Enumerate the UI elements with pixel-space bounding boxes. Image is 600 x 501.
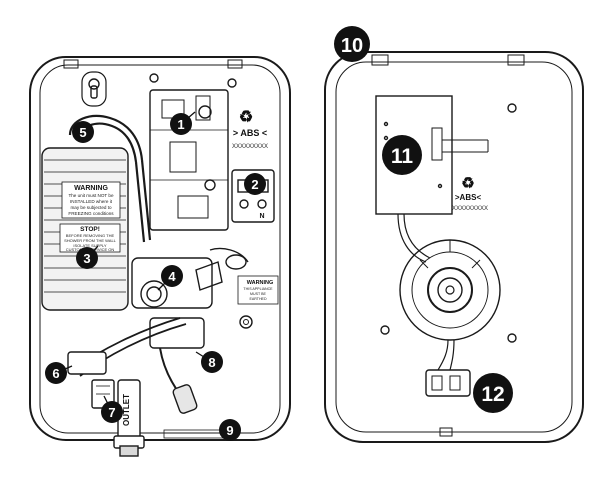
callout-7: 7: [101, 401, 123, 423]
front-outer-casing: [29, 56, 291, 441]
stop-warning-line-1: BEFORE REMOVING THE: [66, 233, 115, 238]
earth-warning-line-3: EARTHED: [249, 297, 267, 301]
back-outer-casing: [324, 51, 584, 443]
earth-warning-line-1: THIS APPLIANCE: [243, 287, 273, 291]
freeze-warning-line-2: INSTALLED where it: [70, 199, 113, 204]
back-recycle-icon: ♻: [461, 175, 474, 192]
callout-12-label: 12: [481, 383, 504, 406]
callout-1-label: 1: [177, 117, 184, 132]
callout-2-label: 2: [251, 177, 258, 192]
back-connector-block: [425, 369, 471, 397]
stop-warning-line-3: ISOLATE SUPPLY: [73, 243, 107, 248]
callout-2: 2: [244, 173, 266, 195]
callout-6-label: 6: [52, 366, 59, 381]
callout-11: 11: [382, 135, 422, 175]
callout-9: 9: [219, 419, 241, 441]
cable-loop: [209, 247, 249, 270]
callout-5-label: 5: [79, 125, 86, 140]
outlet-pipe: [113, 379, 145, 457]
callout-7-label: 7: [108, 405, 115, 420]
callout-8: 8: [201, 351, 223, 373]
keyhole-mount: [81, 71, 107, 107]
callout-12: 12: [473, 373, 513, 413]
back-pump: [399, 239, 501, 341]
control-pcb: [149, 89, 229, 231]
callout-6: 6: [45, 362, 67, 384]
outlet-text: OUTLET: [122, 394, 131, 426]
callout-5: 5: [72, 121, 94, 143]
terminal-n-label: N: [259, 213, 264, 220]
front-inner-casing: [39, 64, 281, 434]
front-recycle-icon: ♻: [239, 109, 253, 126]
stop-warning-title: STOP!: [80, 226, 100, 233]
inlet-connector: [67, 351, 115, 409]
earth-warning-line-2: MUST BE: [250, 292, 267, 296]
callout-4-label: 4: [168, 269, 176, 284]
earth-warning-label: [237, 275, 279, 305]
callout-10-label: 10: [341, 35, 363, 57]
callout-3: 3: [76, 247, 98, 269]
callout-3-label: 3: [83, 251, 90, 266]
front-serial-text: XXXXXXXXX: [232, 144, 268, 150]
front-material-text: > ABS <: [233, 128, 267, 138]
freeze-warning-line-4: FREEZING conditions: [68, 211, 114, 216]
shower-unit-back: [324, 51, 584, 443]
freeze-warning-line-1: The unit must NOT be: [68, 193, 114, 198]
earth-warning-title: WARNING: [247, 280, 274, 286]
inlet-pipework: [68, 114, 152, 243]
back-material-text: >ABS<: [455, 193, 482, 202]
shower-unit-front: [29, 56, 291, 457]
freeze-warning-label: [61, 181, 121, 219]
stop-warning-label: [59, 223, 121, 253]
screw-lower-right: [239, 315, 253, 329]
callout-8-label: 8: [208, 355, 215, 370]
callout-4: 4: [161, 265, 183, 287]
freeze-warning-line-3: may be subjected to: [70, 205, 112, 210]
back-serial-text: XXXXXXXXX: [452, 206, 488, 212]
screw-top-left: [149, 73, 159, 83]
screw-top-right: [227, 78, 237, 88]
stop-warning-line-2: SHOWER FROM THE WALL: [64, 238, 117, 243]
callout-9-label: 9: [226, 423, 233, 438]
callout-11-label: 11: [391, 145, 414, 168]
callout-1: 1: [170, 113, 192, 135]
back-wiring: [397, 213, 455, 371]
back-inner-casing: [335, 61, 573, 433]
callout-10: 10: [334, 26, 370, 62]
freeze-warning-title: WARNING: [74, 185, 108, 192]
